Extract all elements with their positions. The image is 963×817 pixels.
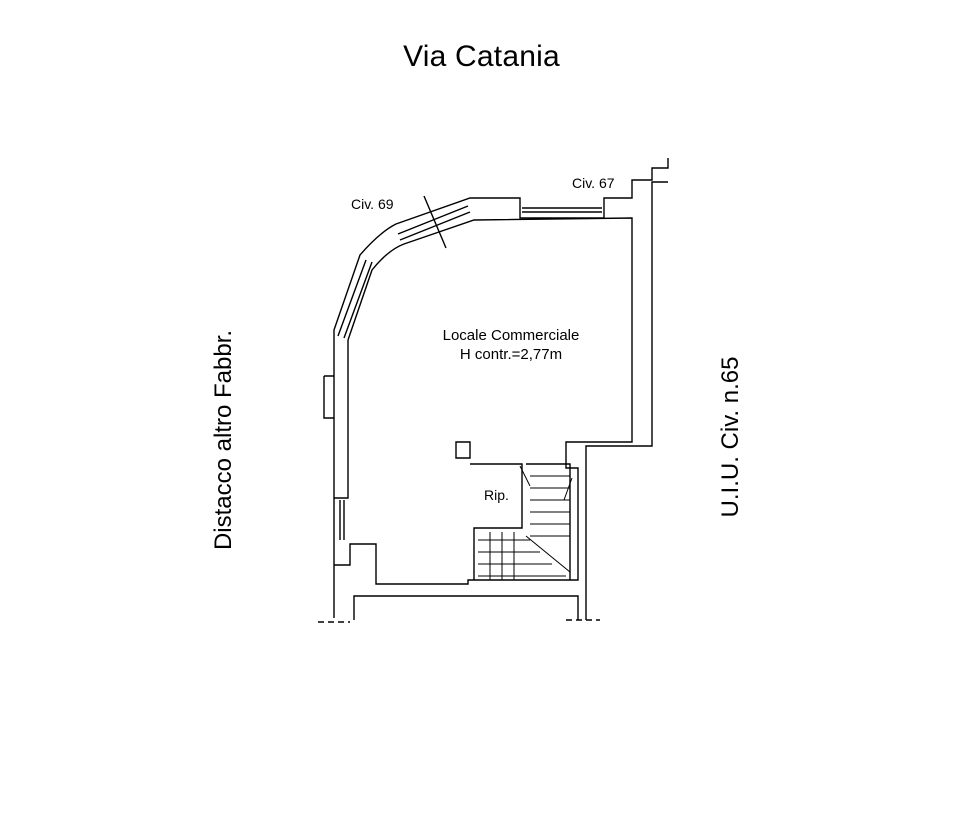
room-label: Locale Commerciale H contr.=2,77m — [435, 326, 587, 364]
window-left-lower — [339, 500, 345, 540]
window-civ69-b — [337, 259, 373, 339]
window-civ69-a — [397, 205, 471, 241]
room-height: H contr.=2,77m — [459, 346, 563, 363]
window-civ67 — [522, 207, 602, 213]
civ69-marker — [423, 195, 447, 249]
stair-treads — [478, 465, 573, 580]
right-side-label: U.I.U. Civ. n.65 — [717, 356, 744, 518]
street-title: Via Catania — [403, 40, 560, 73]
bottom-wall — [353, 595, 579, 620]
inner-wall — [334, 217, 633, 585]
window-left-side — [323, 375, 334, 419]
right-boundary-wall — [585, 181, 668, 620]
storage-label: Rip. — [484, 487, 509, 503]
civic-67-label: Civ. 67 — [572, 175, 615, 191]
civic-69-label: Civ. 69 — [351, 196, 394, 212]
stair-outline — [526, 463, 571, 580]
storage-room — [470, 463, 523, 580]
room-name: Locale Commerciale — [442, 327, 580, 344]
storage-wall — [455, 441, 471, 459]
outer-wall — [333, 158, 669, 618]
left-side-label: Distacco altro Fabbr. — [210, 329, 237, 551]
inner-wall-left — [334, 340, 349, 499]
